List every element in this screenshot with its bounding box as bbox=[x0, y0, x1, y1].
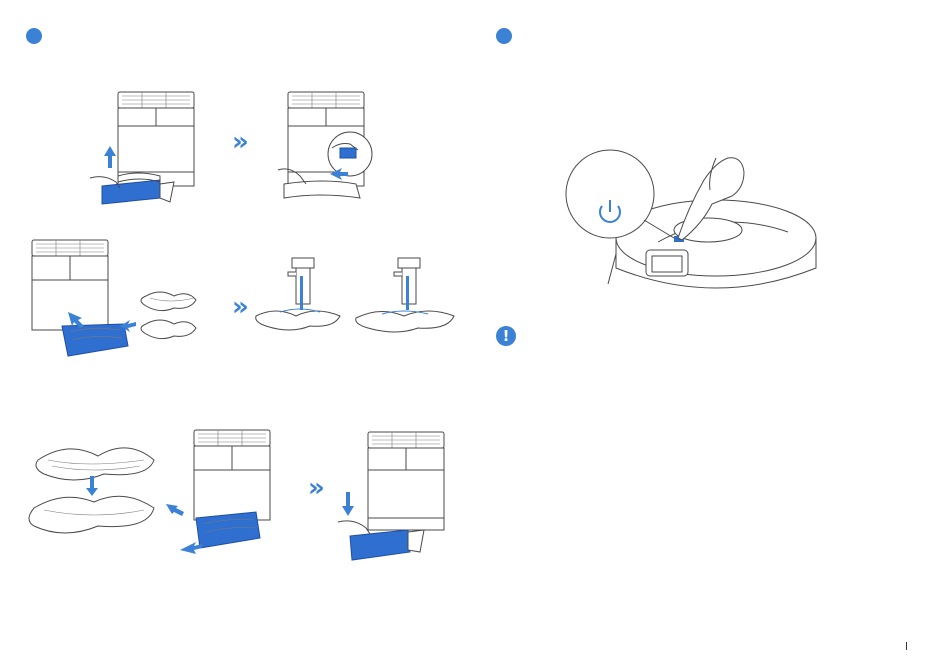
water-tray-blue bbox=[350, 530, 410, 560]
next-step-chevron-icon-2: » bbox=[232, 297, 243, 317]
next-step-chevron-icon-3: » bbox=[308, 478, 319, 498]
illustration-tray-parts bbox=[120, 286, 200, 356]
illustration-assemble-tray bbox=[28, 438, 158, 548]
page-number-marker bbox=[906, 642, 907, 650]
illustration-unlock-tray bbox=[278, 88, 388, 208]
arrow-down-icon bbox=[342, 492, 354, 516]
power-zoom-circle bbox=[566, 150, 654, 238]
water-stream bbox=[406, 276, 409, 310]
base-station-drawing bbox=[118, 92, 194, 186]
illustration-slide-tray-in bbox=[336, 428, 446, 568]
arrow-up-icon bbox=[104, 146, 116, 168]
water-tray-blue bbox=[102, 180, 160, 204]
step-marker-left bbox=[26, 28, 42, 44]
water-tray-blue bbox=[62, 324, 128, 356]
step-marker-right bbox=[496, 28, 512, 44]
arrow-diagonal-icon bbox=[166, 504, 184, 516]
water-stream bbox=[300, 276, 303, 310]
illustration-rinse-top bbox=[252, 252, 352, 352]
arrow-up-right-icon bbox=[180, 542, 202, 554]
water-tray-blue bbox=[196, 512, 260, 548]
base-station-drawing bbox=[368, 432, 444, 530]
next-step-chevron-icon: » bbox=[232, 132, 243, 152]
base-station-drawing bbox=[194, 430, 270, 520]
arrow-right-icon bbox=[120, 320, 136, 332]
illustration-insert-tray bbox=[160, 426, 270, 556]
illustration-power-on-robot bbox=[566, 146, 826, 296]
illustration-rinse-bottom bbox=[350, 252, 460, 352]
notice-exclamation-icon: ! bbox=[496, 326, 516, 346]
illustration-remove-tray bbox=[90, 88, 210, 218]
